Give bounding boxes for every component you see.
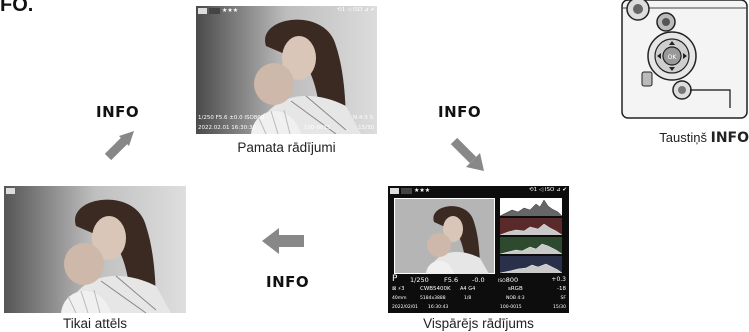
overall-iso-label: ISO bbox=[498, 279, 506, 284]
overall-wb-adjust: A4 G4 bbox=[460, 286, 476, 292]
overall-resolution: 5184x3888 bbox=[420, 296, 446, 301]
arrow-down-right-icon bbox=[450, 137, 486, 173]
arrow-up-right-icon bbox=[100, 129, 136, 165]
info-label-top-right: INFO bbox=[438, 103, 482, 121]
overall-iso: ISO800 bbox=[498, 276, 518, 284]
overall-white-balance: CWB5400K bbox=[420, 286, 451, 292]
overall-frame-counter: 15/30 bbox=[553, 305, 566, 310]
basic-display-screen: ★★★ ⟲1 ◁ ISO ⊿ ✔ 1/250 F5.6 ±0.0 ISO800 … bbox=[196, 6, 377, 134]
overall-exposure-value: -0.0 bbox=[472, 276, 485, 284]
image-only-caption: Tikai attēls bbox=[62, 316, 128, 331]
overall-quality: NOB 4:3 bbox=[506, 296, 525, 301]
basic-rating: ★★★ bbox=[222, 7, 239, 14]
info-label-bottom: INFO bbox=[266, 273, 310, 291]
overall-compression: 1/8 bbox=[464, 296, 472, 301]
overall-aperture: F5.6 bbox=[444, 276, 459, 284]
basic-exposure-info: 1/250 F5.6 ±0.0 ISO800 bbox=[198, 115, 265, 121]
basic-frame-counter: 15/30 bbox=[358, 125, 374, 131]
overall-time: 16:30:43 bbox=[428, 305, 449, 310]
basic-display-caption: Pamata rādījumi bbox=[237, 140, 336, 155]
overall-date: 2022/02/01 bbox=[392, 305, 418, 310]
overall-exposure-compensation: +0.3 bbox=[551, 276, 566, 283]
info-label-top-left: INFO bbox=[96, 103, 140, 121]
overall-display-screen: ★★★ ⟲1 ◁ ISO ⊿ ✔ P 1/250 F5.6 -0.0 ISO80… bbox=[388, 186, 569, 313]
histogram-blue bbox=[500, 256, 562, 273]
basic-quality-info: N 4:3 S bbox=[353, 115, 373, 121]
image-only-battery-icon bbox=[6, 187, 15, 194]
arrow-left-icon bbox=[262, 228, 304, 254]
basic-date: 2022.02.01 16:30:30 bbox=[198, 125, 256, 131]
info-button-caption-name: INFO bbox=[710, 130, 749, 146]
overall-flag: SF bbox=[560, 296, 566, 301]
svg-text:OK: OK bbox=[668, 54, 678, 61]
overall-color-space: sRGB bbox=[508, 286, 523, 292]
info-button-caption-prefix: Taustiņš bbox=[659, 130, 707, 145]
overall-flash-info: ⊠ ⚡3 bbox=[392, 286, 405, 292]
overall-focal-length: 40mm bbox=[392, 296, 407, 301]
overall-iso-value: 800 bbox=[505, 276, 519, 284]
overall-compensation-2: -18 bbox=[557, 286, 566, 292]
histogram-green bbox=[500, 237, 562, 254]
overall-shooting-mode: P bbox=[392, 274, 398, 284]
histogram-luminance bbox=[500, 198, 562, 216]
histogram-red bbox=[500, 218, 562, 235]
image-only-photo bbox=[4, 186, 186, 313]
info-button-caption: Taustiņš INFO bbox=[620, 130, 749, 146]
overall-shutter-speed: 1/250 bbox=[410, 276, 429, 284]
overall-file-number: 100-0015 bbox=[500, 305, 522, 310]
basic-top-left-info: ★★★ bbox=[198, 7, 238, 14]
overall-top-left-info: ★★★ bbox=[390, 187, 430, 194]
overall-thumbnail-photo bbox=[394, 198, 495, 274]
overall-top-right-info: ⟲1 ◁ ISO ⊿ ✔ bbox=[529, 187, 567, 193]
section-heading: FO. bbox=[0, 0, 34, 16]
basic-top-right-info: ⟲1 ◁ ISO ⊿ ✔ bbox=[337, 7, 375, 13]
image-only-screen bbox=[4, 186, 186, 313]
overall-display-caption: Vispārējs rādījums bbox=[423, 316, 534, 331]
overall-rating: ★★★ bbox=[414, 187, 431, 194]
camera-button-diagram: OK bbox=[621, 0, 748, 119]
basic-file-number: 100-0015 bbox=[304, 125, 331, 131]
basic-display-photo bbox=[196, 6, 377, 134]
